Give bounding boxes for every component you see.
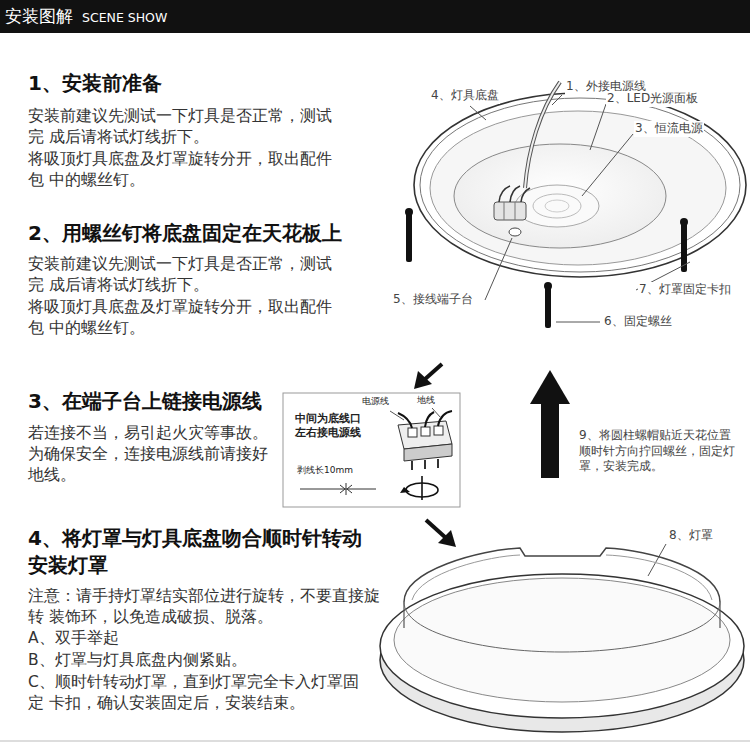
lamp-shade xyxy=(380,548,744,732)
part-label: 5、接线端子台 xyxy=(392,292,474,308)
step-heading: 2、用螺丝钉将底盘固定在天花板上 xyxy=(28,220,342,247)
note-item: B、灯罩与灯具底盘内侧紧贴。 xyxy=(28,650,247,671)
leader-lines xyxy=(470,95,690,576)
header-bar xyxy=(0,0,750,33)
part-label: 8、灯罩 xyxy=(668,528,714,544)
wire-label: 剥线长10mm xyxy=(297,465,353,476)
wiring-detail-box: 中间为底线口 左右接电源线 电源线 地线剥线长10mm xyxy=(283,393,460,507)
note-item: C、顺时针转动灯罩，直到灯罩完全卡入灯罩固定 卡扣，确认安装固定后，安装结束。 xyxy=(28,672,374,714)
part-label: 4、灯具底盘 xyxy=(430,88,500,104)
step-text: 安装前建议先测试一下灯具是否正常，测试完 成后请将试灯线折下。 xyxy=(28,254,347,296)
part-label: 6、固定螺丝 xyxy=(603,314,673,330)
box-heading: 中间为底线口 左右接电源线 xyxy=(295,412,368,440)
step-text: 将吸顶灯具底盘及灯罩旋转分开，取出配件包 中的螺丝钉。 xyxy=(28,297,347,339)
page-title: 安装图解 xyxy=(5,5,73,27)
note-text: 注意：请手持灯罩结实部位进行旋转，不要直接旋转 装饰环，以免造成破损、脱落。 xyxy=(28,586,392,628)
header-subtitle: SCENE SHOW xyxy=(82,10,167,27)
step-text: 安装前建议先测试一下灯具是否正常，测试完 成后请将试灯线折下。 xyxy=(28,106,347,148)
wiring-inset xyxy=(283,393,460,507)
step-text: 若连接不当，易引起火灾等事故。 为确保安全，连接电源线前请接好 地线。 xyxy=(28,423,270,486)
note-item: A、双手举起 xyxy=(28,628,119,649)
step-text: 将吸顶灯具底盘及灯罩旋转分开，取出配件包 中的螺丝钉。 xyxy=(28,149,347,191)
part-label: 2、LED光源面板 xyxy=(606,91,699,107)
wire-label: 电源线 xyxy=(362,396,389,407)
step-heading: 3、在端子台上链接电源线 xyxy=(28,388,262,415)
step-heading: 4、将灯罩与灯具底盘吻合顺时针转动 安装灯罩 xyxy=(28,525,368,579)
wire-label: 地线 xyxy=(417,395,435,406)
part-label: 7、灯罩固定卡扣 xyxy=(638,282,732,298)
part-label: 3、恒流电源 xyxy=(634,121,704,137)
step-heading: 1、安装前准备 xyxy=(28,70,162,97)
step-note: 9、将圆柱螺帽贴近天花位置 顺时针方向拧回螺丝，固定灯 罩，安装完成。 xyxy=(578,428,741,475)
